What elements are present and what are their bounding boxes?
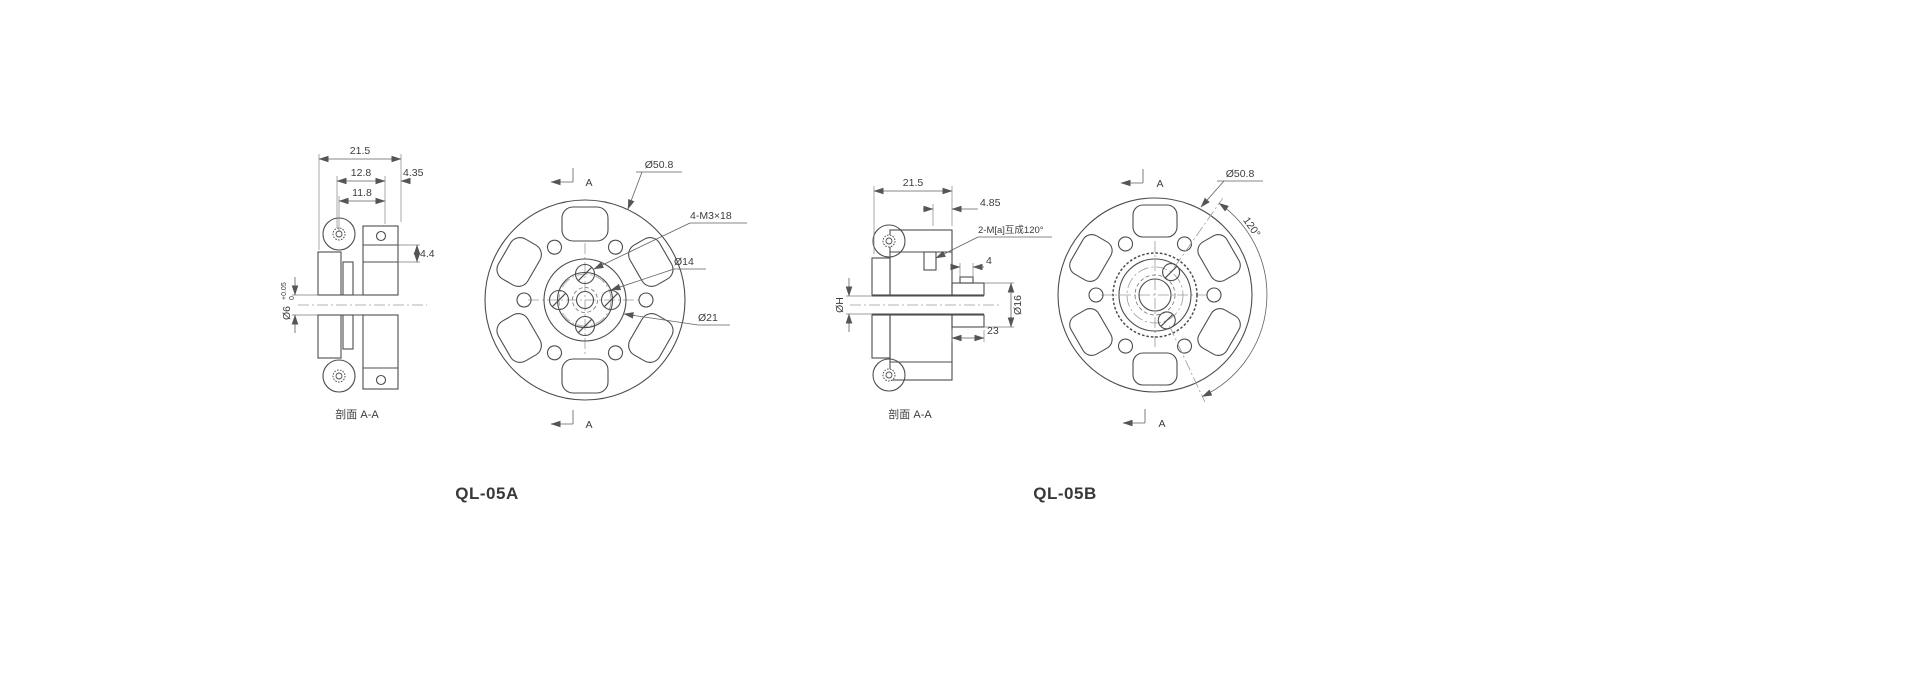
leader-line [610,268,675,291]
leader-line [1200,180,1225,208]
dim-total-width: 21.5 [903,177,924,189]
clamp-screw-hole [375,230,387,242]
dim-step: 4.4 [420,248,435,260]
dim-bore-dia: Ø6 [281,306,293,320]
hub-circle [1118,258,1192,332]
ql05a-front-view: A A Ø50.8 4-M3×18 Ø14 Ø21 [484,159,747,431]
section-letter: A [585,177,592,189]
knurled-hub-circle [1112,252,1198,338]
dim-hub-dia: Ø14 [674,256,694,268]
part-title: QL-05B [1033,484,1096,503]
shaft-notch [959,276,974,284]
dim-pilot-dia: Ø21 [698,312,718,324]
part-title: QL-05A [455,484,518,503]
outer-circle [1057,197,1253,393]
thread-circle [1134,274,1176,316]
ql05b-front-view: 120° A A Ø50.8 [1057,168,1268,430]
ql05b-section-view: 21.5 4.85 2-M[a]互成120° 4 ØH [834,177,1052,421]
leader-line [627,171,643,210]
section-caption: 剖面 A-A [335,407,379,421]
dim-end-width: 4.35 [403,167,424,179]
center-bore [575,290,595,310]
leader-line [593,222,691,270]
dim-mid-width: 12.8 [351,167,372,179]
dim-bore-tol-lower: 0 [289,296,296,300]
dim-shaft-len: 23 [987,325,999,337]
section-caption: 剖面 A-A [888,407,932,421]
dim-mount-screws: 4-M3×18 [690,210,732,222]
dim-flange-width: 4.85 [980,197,1001,209]
outer-circle [484,199,686,401]
dim-notch: 4 [986,255,992,267]
angle-dimension-arc [1201,202,1268,397]
dim-shaft-dia: Ø16 [1012,295,1024,315]
angle-extension-line [1174,198,1224,268]
center-bore [1138,278,1172,312]
body-upper [889,229,953,296]
section-letter: A [585,419,592,431]
bolt-circle [1126,266,1184,324]
bore-dimension-label: Ø6 +0.05 0 [281,282,296,320]
part-ql05b: 21.5 4.85 2-M[a]互成120° 4 ØH [834,168,1268,503]
dim-inner-width: 11.8 [352,187,372,199]
leader-line [935,236,979,259]
set-screw-section [923,251,937,271]
shaft-hub-lower [951,314,985,328]
body-lower [889,314,953,381]
pilot-circle [543,258,627,342]
dim-bore-tol-upper: +0.05 [281,282,288,300]
dim-outer-dia: Ø50.8 [645,159,674,171]
angle-extension-line [1169,325,1206,403]
section-letter: A [1156,178,1163,190]
dim-outer-dia: Ø50.8 [1226,168,1255,180]
clamp-screw-hole [375,374,387,386]
section-letter: A [1158,418,1165,430]
ql05a-section-view: 21.5 12.8 4.35 11.8 4.4 Ø6 +0. [281,145,435,421]
dim-set-screws: 2-M[a]互成120° [978,224,1044,236]
dim-bore-dia: ØH [834,297,846,313]
part-ql05a: 21.5 12.8 4.35 11.8 4.4 Ø6 +0. [281,145,747,503]
dim-total-width: 21.5 [350,145,371,157]
hub-circle [556,271,614,329]
thread-circle [572,287,598,313]
leader-line [623,312,699,326]
